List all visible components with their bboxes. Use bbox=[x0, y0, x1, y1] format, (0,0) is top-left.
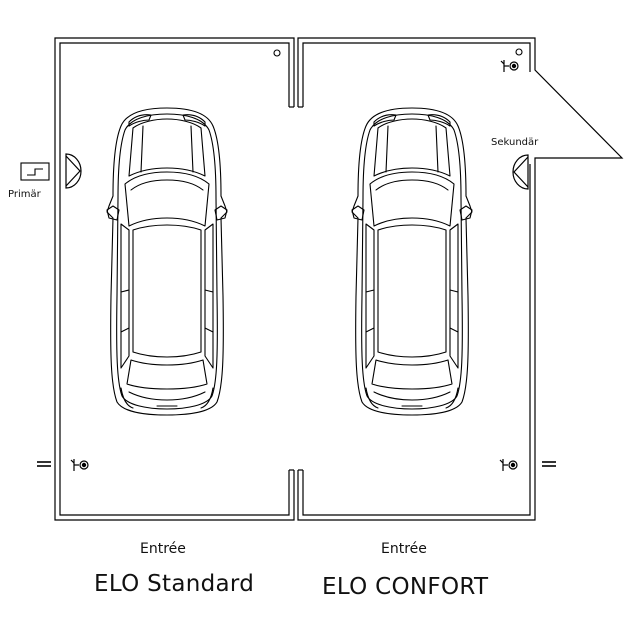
garage-right bbox=[297, 37, 624, 521]
photocell-icon bbox=[499, 458, 518, 472]
entrance-left-label: Entrée bbox=[140, 541, 186, 557]
garage-left-inner-wall bbox=[59, 42, 290, 516]
fixture-right bbox=[515, 48, 523, 56]
car-left-icon bbox=[106, 107, 228, 416]
primary-sensor-label: Primär bbox=[8, 189, 41, 200]
title-elo-confort: ELO CONFORT bbox=[322, 574, 489, 600]
garage-left-outer-wall bbox=[54, 37, 295, 521]
reflector-icon bbox=[542, 461, 556, 467]
garage-right-outer-wall bbox=[297, 37, 624, 521]
wall-switch-icon bbox=[20, 162, 50, 181]
title-elo-standard: ELO Standard bbox=[94, 571, 255, 597]
entrance-right-label: Entrée bbox=[381, 541, 427, 557]
primary-sensor-icon bbox=[65, 153, 82, 189]
car-right-icon bbox=[351, 107, 473, 416]
reflector-icon bbox=[37, 461, 51, 467]
photocell-icon bbox=[500, 59, 519, 73]
garage-left bbox=[54, 37, 295, 521]
garage-right-inner-wall bbox=[302, 42, 531, 516]
fixture-left bbox=[273, 49, 281, 57]
photocell-icon bbox=[70, 458, 89, 472]
secondary-sensor-icon bbox=[512, 154, 529, 190]
secondary-sensor-label: Sekundär bbox=[491, 137, 539, 148]
